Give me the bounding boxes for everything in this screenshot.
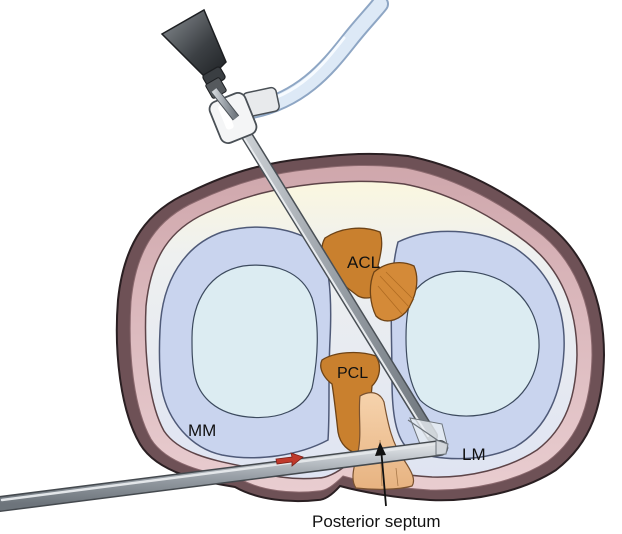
posterior-septum-label: Posterior septum: [312, 512, 441, 531]
lm-label: LM: [462, 445, 486, 464]
pcl-label: PCL: [337, 365, 368, 382]
mm-label: MM: [188, 421, 216, 440]
funnel-icon: [162, 10, 236, 118]
acl-label: ACL: [347, 253, 380, 272]
medial-cartilage: [192, 265, 317, 417]
